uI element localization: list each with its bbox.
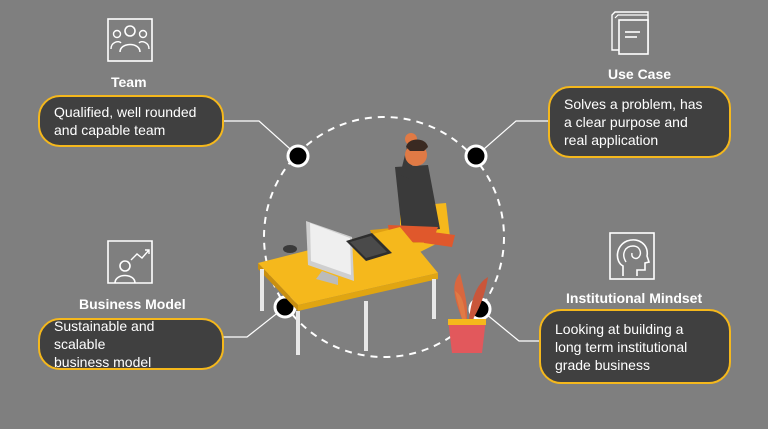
document-stack-icon xyxy=(611,11,649,55)
connector-use-case xyxy=(475,120,548,157)
use-case-text: Solves a problem, has a clear purpose an… xyxy=(564,96,703,148)
business-model-title: Business Model xyxy=(79,296,186,312)
connector-institutional-mindset xyxy=(479,308,543,342)
business-model-card: Sustainable and scalable business model xyxy=(38,318,224,370)
business-model-text: Sustainable and scalable business model xyxy=(54,318,155,370)
connector-business-model xyxy=(222,306,286,338)
presentation-chart-icon xyxy=(107,240,153,284)
team-icon xyxy=(107,18,153,62)
team-title: Team xyxy=(111,74,147,90)
person-at-desk-illustration xyxy=(258,133,488,355)
institutional-mindset-text: Looking at building a long term institut… xyxy=(555,320,688,373)
team-text: Qualified, well rounded and capable team xyxy=(54,104,197,138)
connector-team xyxy=(224,120,299,157)
use-case-card: Solves a problem, has a clear purpose an… xyxy=(548,86,731,158)
head-brain-icon xyxy=(609,232,655,280)
institutional-mindset-title: Institutional Mindset xyxy=(566,290,703,306)
use-case-title: Use Case xyxy=(608,66,672,82)
dashed-ring xyxy=(263,116,505,358)
institutional-mindset-card: Looking at building a long term institut… xyxy=(539,309,731,384)
team-card: Qualified, well rounded and capable team xyxy=(38,95,224,147)
